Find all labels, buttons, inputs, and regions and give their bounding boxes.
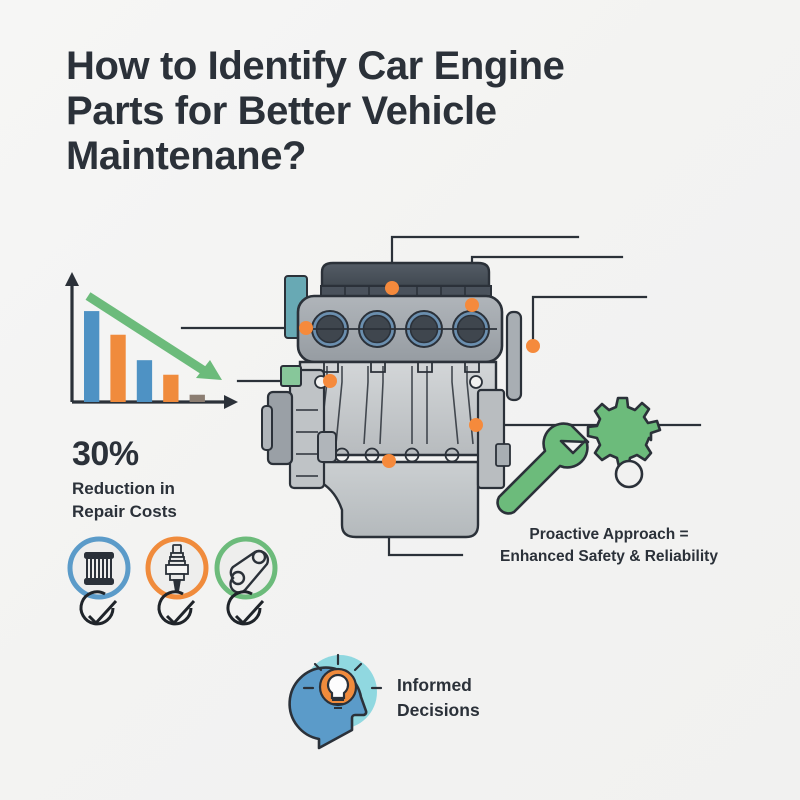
checkmark-circle-1 [79, 590, 118, 626]
gear-hole [614, 459, 644, 489]
informed-decisions-caption: Informed Decisions [397, 673, 597, 723]
part-icon-spark-plug[interactable] [145, 536, 209, 600]
callout-dot-engine-block [469, 418, 483, 432]
informed-caption-line-2: Decisions [397, 700, 480, 720]
bulb-glass [326, 673, 350, 700]
title-line-1: How to Identify Car Engine [66, 44, 565, 88]
bulb-rays [302, 653, 383, 690]
part-icon-oil-filter[interactable] [67, 536, 131, 600]
head-lightbulb-icon [288, 653, 383, 750]
proactive-caption-line-1: Proactive Approach = [529, 526, 689, 543]
callout-dot-cylinder-head [465, 298, 479, 312]
crank-pulley [261, 405, 273, 451]
callout-dot-oil-pan [382, 454, 396, 468]
wrench-shape [496, 422, 590, 515]
proactive-approach-caption: Proactive Approach = Enhanced Safety & R… [468, 524, 750, 568]
engine-rear-boss [495, 443, 511, 467]
oil-filter-boss [317, 431, 337, 463]
engine-body [261, 261, 523, 539]
parts-checkmarks [79, 590, 265, 626]
gear-shape [586, 396, 662, 469]
title-line-2: Parts for Better Vehicle [66, 89, 497, 133]
block-knob-right [469, 375, 483, 389]
serpentine-belt-icon [229, 549, 270, 594]
callout-dot-intake-side [526, 339, 540, 353]
part-icon-serpentine-belt[interactable] [214, 536, 278, 600]
spark-plug-icon [165, 544, 189, 593]
callout-dot-front-accessory [323, 374, 337, 388]
stat-desc-line-1: Reduction in [72, 479, 175, 498]
callout-dot-valve-cover [385, 281, 399, 295]
checkmark-circle-2 [157, 590, 196, 626]
valve-cover [320, 261, 491, 288]
stat-value: 30% [72, 435, 139, 473]
timing-cover-fins [296, 409, 318, 477]
head-gasket-tabs [323, 362, 480, 373]
bulb-base [332, 699, 344, 709]
stat-description: Reduction in Repair Costs [72, 477, 237, 523]
callout-line-intake-side [531, 295, 648, 348]
cylinder-bores [310, 310, 497, 348]
page-title: How to Identify Car Engine Parts for Bet… [66, 44, 726, 179]
informed-caption-line-1: Informed [397, 675, 472, 695]
proactive-caption-line-2: Enhanced Safety & Reliability [500, 548, 718, 565]
callout-dot-timing-cover [299, 321, 313, 335]
callout-dots [299, 281, 540, 468]
title-line-3: Maintenane? [66, 134, 307, 178]
checkmark-circle-3 [226, 590, 265, 626]
engine-accent-green [280, 365, 302, 387]
stat-desc-line-2: Repair Costs [72, 502, 177, 521]
oil-filter-icon [84, 552, 114, 585]
wrench-and-gear-icon [496, 396, 662, 515]
engine-right-flange [505, 310, 523, 402]
